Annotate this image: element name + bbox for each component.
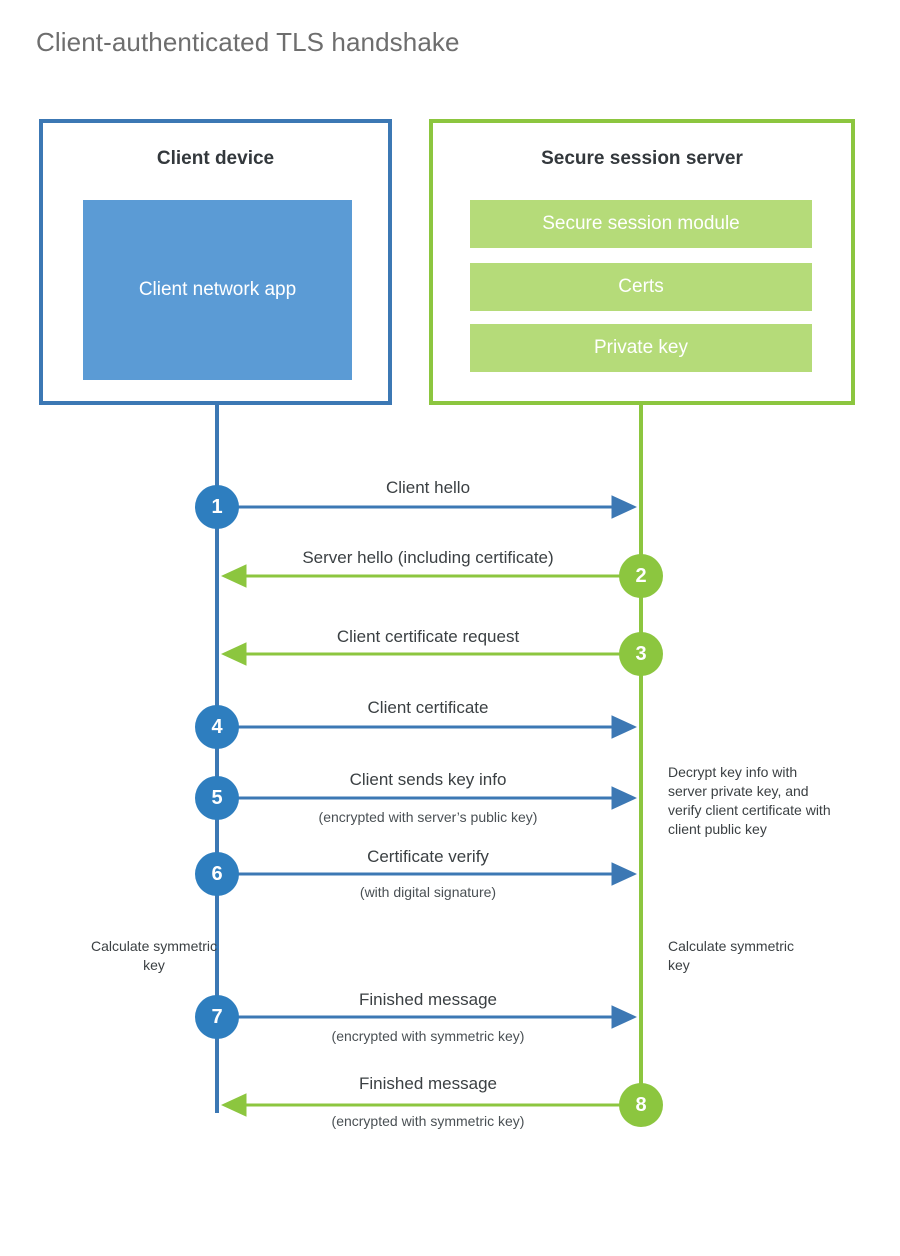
server-lifeline bbox=[639, 401, 643, 1113]
client-lifeline bbox=[215, 401, 219, 1113]
message-label-7: Finished message bbox=[359, 990, 497, 1009]
step-circle-6[interactable]: 6 bbox=[195, 852, 239, 896]
step-circle-7[interactable]: 7 bbox=[195, 995, 239, 1039]
message-sublabel-7: (encrypted with symmetric key) bbox=[331, 1028, 525, 1044]
message-sublabel-8: (encrypted with symmetric key) bbox=[331, 1113, 525, 1129]
step-circle-3[interactable]: 3 bbox=[619, 632, 663, 676]
message-label-2: Server hello (including certificate) bbox=[302, 548, 554, 567]
step-circle-4[interactable]: 4 bbox=[195, 705, 239, 749]
step-circle-5[interactable]: 5 bbox=[195, 776, 239, 820]
server-block-private-key: Private key bbox=[470, 324, 812, 372]
step-circle-1[interactable]: 1 bbox=[195, 485, 239, 529]
message-label-8: Finished message bbox=[359, 1074, 497, 1093]
secure-session-server-box: Secure session server Secure session mod… bbox=[429, 119, 855, 405]
message-label-1: Client hello bbox=[385, 478, 471, 497]
secure-session-server-title: Secure session server bbox=[541, 148, 743, 169]
client-device-box: Client device Client network app bbox=[39, 119, 392, 405]
note-client-calculate-symmetric-key: Calculate symmetric key bbox=[90, 938, 218, 973]
message-sublabel-5: (encrypted with server’s public key) bbox=[318, 809, 538, 825]
message-sublabel-6: (with digital signature) bbox=[359, 884, 497, 900]
message-label-3: Client certificate request bbox=[336, 627, 520, 646]
message-label-4: Client certificate bbox=[367, 698, 489, 717]
message-label-6: Certificate verify bbox=[367, 847, 489, 866]
note-server-calculate-symmetric-key: Calculate symmetric key bbox=[668, 938, 795, 973]
note-server-decrypt: Decrypt key info with server private key… bbox=[668, 764, 831, 837]
page-title: Client-authenticated TLS handshake bbox=[36, 27, 460, 57]
server-block-secure-session-module: Secure session module bbox=[470, 200, 812, 248]
client-device-title: Client device bbox=[156, 148, 275, 169]
step-circle-8[interactable]: 8 bbox=[619, 1083, 663, 1127]
step-circle-2[interactable]: 2 bbox=[619, 554, 663, 598]
message-label-5: Client sends key info bbox=[349, 770, 507, 789]
client-network-app-block: Client network app bbox=[83, 200, 352, 380]
server-block-certs: Certs bbox=[470, 263, 812, 311]
